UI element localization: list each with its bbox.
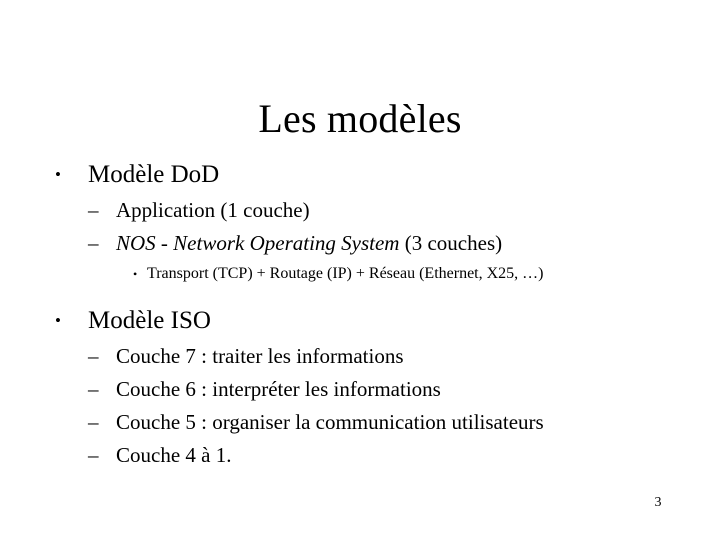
- bullet-item-couche-7: – Couche 7 : traiter les informations: [0, 340, 720, 373]
- bullet-text: Couche 7 : traiter les informations: [116, 344, 404, 368]
- page-title: Les modèles: [258, 95, 462, 141]
- bullet-text: Couche 5 : organiser la communication ut…: [116, 410, 544, 434]
- bullet-text: Modèle DoD: [88, 161, 220, 188]
- bullet-text: Application (1 couche): [116, 198, 310, 222]
- dash-marker-icon: –: [88, 344, 99, 368]
- bullet-marker-icon: •: [55, 165, 61, 184]
- bullet-item-couche-5: – Couche 5 : organiser la communication …: [0, 406, 720, 439]
- bullet-item-modele-iso: • Modèle ISO: [0, 302, 720, 340]
- bullet-text-regular: (3 couches): [399, 231, 503, 255]
- dash-marker-icon: –: [88, 443, 99, 467]
- bullet-item-couche-6: – Couche 6 : interpréter les information…: [0, 373, 720, 406]
- bullet-text-italic: NOS - Network Operating System: [116, 231, 400, 255]
- bullet-text: Modèle ISO: [88, 307, 211, 334]
- dash-marker-icon: –: [88, 198, 99, 222]
- bullet-item-nos: – NOS - Network Operating System (3 couc…: [0, 227, 720, 260]
- bullet-marker-icon: •: [133, 267, 138, 281]
- bullet-text: NOS - Network Operating System (3 couche…: [116, 227, 502, 260]
- page-number: 3: [654, 495, 662, 510]
- bullet-text: Transport (TCP) + Routage (IP) + Réseau …: [147, 265, 544, 282]
- dash-marker-icon: –: [88, 231, 99, 255]
- bullet-item-transport: • Transport (TCP) + Routage (IP) + Résea…: [0, 260, 720, 288]
- dash-marker-icon: –: [88, 377, 99, 401]
- slide-body: • Modèle DoD – Application (1 couche) – …: [0, 156, 720, 472]
- bullet-item-application: – Application (1 couche): [0, 194, 720, 227]
- bullet-item-couche-4-a-1: – Couche 4 à 1.: [0, 439, 720, 472]
- bullet-marker-icon: •: [55, 311, 61, 330]
- bullet-item-modele-dod: • Modèle DoD: [0, 156, 720, 194]
- dash-marker-icon: –: [88, 410, 99, 434]
- bullet-text: Couche 6 : interpréter les informations: [116, 377, 441, 401]
- bullet-text: Couche 4 à 1.: [116, 443, 232, 467]
